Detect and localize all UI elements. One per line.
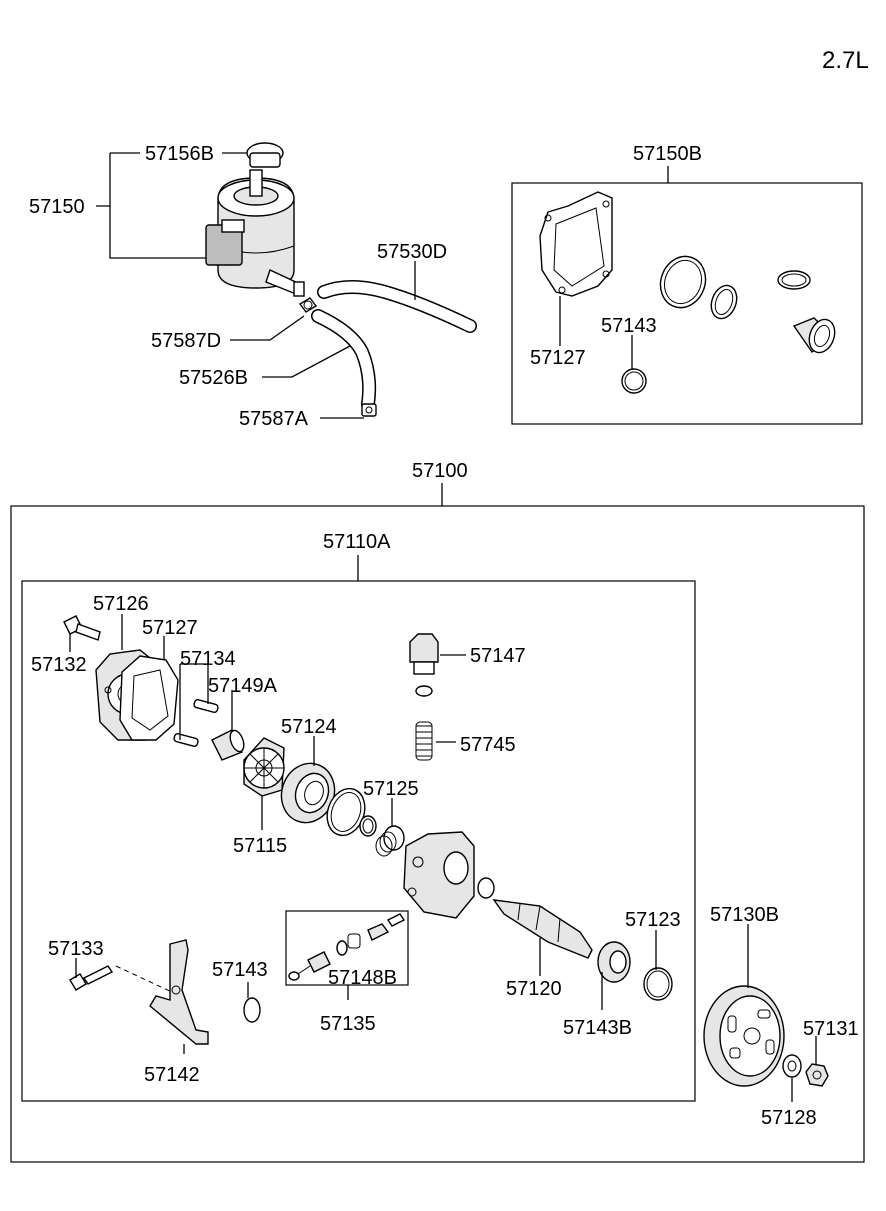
- label-57100: 57100: [412, 460, 468, 482]
- hose-57526b-fill: [312, 310, 375, 410]
- seal-kit-box: [511, 182, 863, 425]
- gasket-57127-kit-drawing: [539, 191, 613, 297]
- label-57156b: 57156B: [145, 143, 214, 165]
- valve-57148b-drawing: [288, 913, 406, 981]
- o-ring-large-drawing: [659, 255, 707, 309]
- pulley-57130b-drawing: [703, 985, 785, 1087]
- clamp-57587a-drawing: [361, 403, 377, 417]
- label-57147: 57147: [470, 645, 526, 667]
- bearing-57143b-drawing: [597, 941, 631, 983]
- leader-57526b: [262, 345, 351, 378]
- bolt-57133-drawing: [69, 965, 114, 991]
- label-57587a: 57587A: [239, 408, 309, 430]
- pump-assembly-box: [10, 505, 865, 1163]
- label-57123: 57123: [625, 909, 681, 931]
- label-57127: 57127: [142, 617, 198, 639]
- rotor-57115-drawing: [243, 737, 285, 797]
- seal-57143-drawing: [243, 997, 261, 1023]
- reservoir-tank-drawing: [205, 142, 305, 297]
- label-57110a: 57110A: [323, 531, 391, 553]
- label-57125: 57125: [363, 778, 419, 800]
- clamp-57587d-drawing: [298, 297, 318, 313]
- pump-body-drawing: [403, 831, 475, 919]
- spring-57125-drawing: [375, 825, 405, 857]
- label-57142: 57142: [144, 1064, 200, 1086]
- label-57132: 57132: [31, 654, 87, 676]
- label-57150: 57150: [29, 196, 85, 218]
- leader-57134: [179, 663, 209, 740]
- fitting-57147-drawing: [409, 633, 439, 697]
- bracket-57142-drawing: [149, 939, 209, 1045]
- o-ring-medium-drawing: [710, 284, 738, 320]
- label-57148b: 57148B: [328, 967, 397, 989]
- label-57124: 57124: [281, 716, 337, 738]
- label-57143b: 57143B: [563, 1017, 632, 1039]
- label-57115: 57115: [233, 835, 287, 857]
- label-57149a: 57149A: [208, 675, 278, 697]
- label-57131: 57131: [803, 1018, 859, 1040]
- bolt-alignment-line: [115, 965, 177, 995]
- label-57120: 57120: [506, 978, 562, 1000]
- spring-57745-drawing: [415, 721, 433, 761]
- label-57126: 57126: [93, 593, 149, 615]
- hose-57530d-fill: [318, 281, 476, 332]
- reservoir-leader-bracket: [96, 152, 210, 259]
- washer-57128-drawing: [782, 1054, 802, 1078]
- bushing-drawing: [792, 317, 836, 354]
- label-57128: 57128: [761, 1107, 817, 1129]
- nut-57131-drawing: [805, 1063, 829, 1087]
- label-57530d: 57530D: [377, 241, 447, 263]
- snap-ring-57123-drawing: [643, 967, 673, 1001]
- label-57130b: 57130B: [710, 904, 779, 926]
- shaft-57120-drawing: [492, 899, 593, 959]
- label-57135: 57135: [320, 1013, 376, 1035]
- bushing-57149a-drawing: [211, 729, 245, 761]
- cam-ring-57124-drawing: [280, 762, 336, 824]
- label-57143-kit: 57143: [601, 315, 657, 337]
- label-57526b: 57526B: [179, 367, 248, 389]
- label-57587d: 57587D: [151, 330, 221, 352]
- pump-gasket-57127-drawing: [119, 655, 179, 741]
- leader-57587d: [230, 315, 305, 341]
- label-57133: 57133: [48, 938, 104, 960]
- reservoir-group: 57150 57156B 57530D 57587D 57526B 57587A: [29, 142, 477, 430]
- engine-label: 2.7L: [822, 47, 869, 74]
- valve-kit-box: [285, 910, 409, 986]
- seal-ring-57143-kit-drawing: [621, 368, 647, 394]
- label-57143: 57143: [212, 959, 268, 981]
- bolt-57132-drawing: [63, 615, 101, 641]
- label-57127-kit: 57127: [530, 347, 586, 369]
- label-57745: 57745: [460, 734, 516, 756]
- seal-kit-group: 57150B 57143 57127: [511, 143, 863, 425]
- label-57150b: 57150B: [633, 143, 702, 165]
- label-57134: 57134: [180, 648, 236, 670]
- seal-ring-pump-drawing: [477, 877, 495, 899]
- pump-internal-box: [21, 580, 696, 1102]
